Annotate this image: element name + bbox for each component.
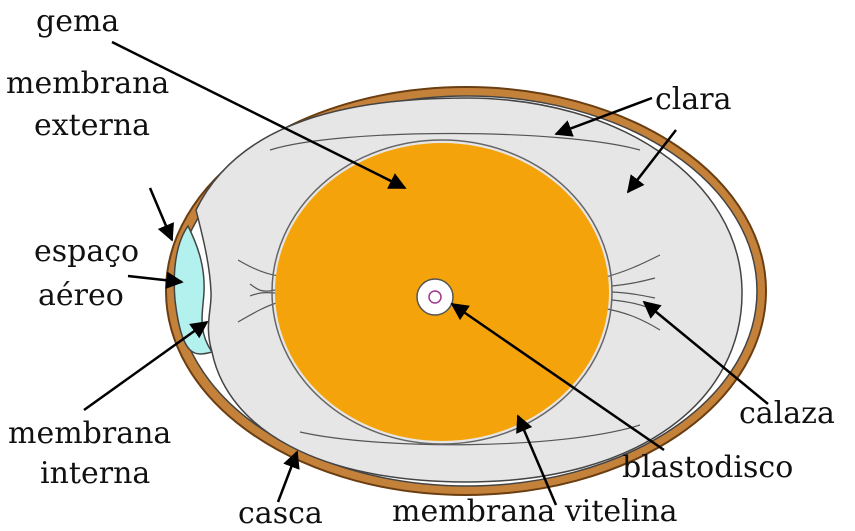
arrow-membrana-externa [150, 188, 172, 240]
label-membrana-vitelina: membrana vitelina [392, 496, 678, 528]
label-membrana-interna-line1: membrana [8, 418, 171, 450]
label-clara: clara [655, 84, 732, 116]
label-membrana-externa-line1: membrana [6, 68, 169, 100]
label-membrana-externa-line2: externa [34, 110, 150, 142]
blastodisc-center [429, 291, 441, 303]
label-gema: gema [36, 6, 119, 38]
label-blastodisco: blastodisco [622, 452, 793, 484]
label-membrana-interna-line2: interna [40, 458, 150, 490]
label-espaco-aereo-line2: aéreo [38, 280, 124, 312]
label-casca: casca [238, 498, 323, 530]
label-espaco-aereo-line1: espaço [34, 236, 139, 268]
label-calaza: calaza [739, 398, 835, 430]
arrow-casca [278, 452, 297, 502]
